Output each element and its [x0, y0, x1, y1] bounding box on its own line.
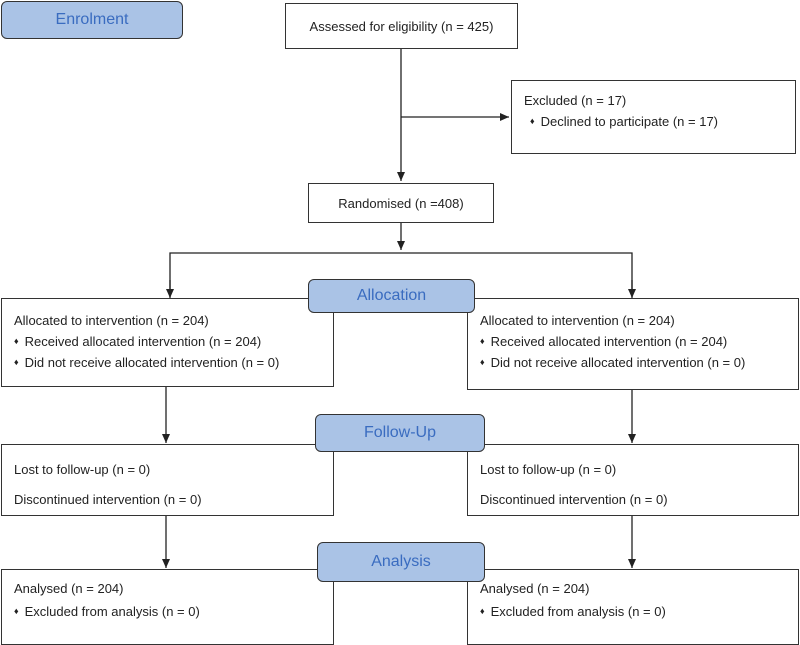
bullet-icon: ♦	[14, 606, 19, 616]
left-allocated-title: Allocated to intervention (n = 204)	[14, 313, 209, 328]
left-discontinued-text: Discontinued intervention (n = 0)	[14, 492, 202, 507]
right-not-received-text: Did not receive allocated intervention (…	[490, 355, 746, 370]
enrolment-stage-label: Enrolment	[1, 1, 183, 39]
right-not-received-item: ♦ Did not receive allocated intervention …	[480, 352, 798, 373]
left-received-item: ♦ Received allocated intervention (n = 20…	[14, 331, 333, 352]
excluded-reason: Declined to participate (n = 17)	[540, 114, 718, 129]
followup-label: Follow-Up	[363, 424, 436, 441]
excluded-reason-item: ♦ Declined to participate (n = 17)	[524, 111, 795, 132]
right-analysed-text: Analysed (n = 204)	[480, 581, 590, 596]
bullet-icon: ♦	[480, 357, 485, 367]
right-lost-text: Lost to follow-up (n = 0)	[480, 462, 617, 477]
right-excluded-analysis-item: ♦ Excluded from analysis (n = 0)	[480, 600, 798, 623]
left-analysis-box: Analysed (n = 204) ♦ Excluded from analys…	[1, 569, 334, 645]
allocation-stage-label: Allocation	[308, 279, 475, 313]
bullet-icon: ♦	[14, 336, 19, 346]
right-received-text: Received allocated intervention (n = 204…	[490, 334, 728, 349]
left-lost-text: Lost to follow-up (n = 0)	[14, 462, 151, 477]
left-analysed-text: Analysed (n = 204)	[14, 581, 124, 596]
right-excluded-analysis-text: Excluded from analysis (n = 0)	[490, 604, 666, 619]
right-received-item: ♦ Received allocated intervention (n = 20…	[480, 331, 798, 352]
right-analysis-box: Analysed (n = 204) ♦ Excluded from analys…	[467, 569, 799, 645]
allocation-label: Allocation	[356, 287, 427, 304]
right-discontinued-text: Discontinued intervention (n = 0)	[480, 492, 668, 507]
excluded-title: Excluded (n = 17)	[524, 93, 627, 108]
enrolment-label: Enrolment	[55, 11, 129, 28]
randomised-box: Randomised (n =408)	[308, 183, 494, 223]
right-allocated-title: Allocated to intervention (n = 204)	[480, 313, 675, 328]
assessed-text: Assessed for eligibility (n = 425)	[309, 18, 494, 34]
left-followup-box: Lost to follow-up (n = 0) Discontinued i…	[1, 444, 334, 516]
right-followup-box: Lost to follow-up (n = 0) Discontinued i…	[467, 444, 799, 516]
analysis-stage-label: Analysis	[317, 542, 485, 582]
bullet-icon: ♦	[14, 357, 19, 367]
randomised-text: Randomised (n =408)	[338, 195, 464, 211]
left-not-received-item: ♦ Did not receive allocated intervention …	[14, 352, 333, 373]
right-allocation-box: Allocated to intervention (n = 204) ♦ Rec…	[467, 298, 799, 390]
bullet-icon: ♦	[480, 606, 485, 616]
bullet-icon: ♦	[480, 336, 485, 346]
assessed-box: Assessed for eligibility (n = 425)	[285, 3, 518, 49]
left-allocation-box: Allocated to intervention (n = 204) ♦ Rec…	[1, 298, 334, 387]
bullet-icon: ♦	[530, 116, 535, 126]
split-line	[169, 252, 633, 297]
left-not-received-text: Did not receive allocated intervention (…	[24, 355, 280, 370]
followup-stage-label: Follow-Up	[315, 414, 485, 452]
left-received-text: Received allocated intervention (n = 204…	[24, 334, 262, 349]
left-excluded-analysis-text: Excluded from analysis (n = 0)	[24, 604, 200, 619]
left-excluded-analysis-item: ♦ Excluded from analysis (n = 0)	[14, 600, 333, 623]
excluded-box: Excluded (n = 17) ♦ Declined to participa…	[511, 80, 796, 154]
analysis-label: Analysis	[371, 553, 431, 570]
